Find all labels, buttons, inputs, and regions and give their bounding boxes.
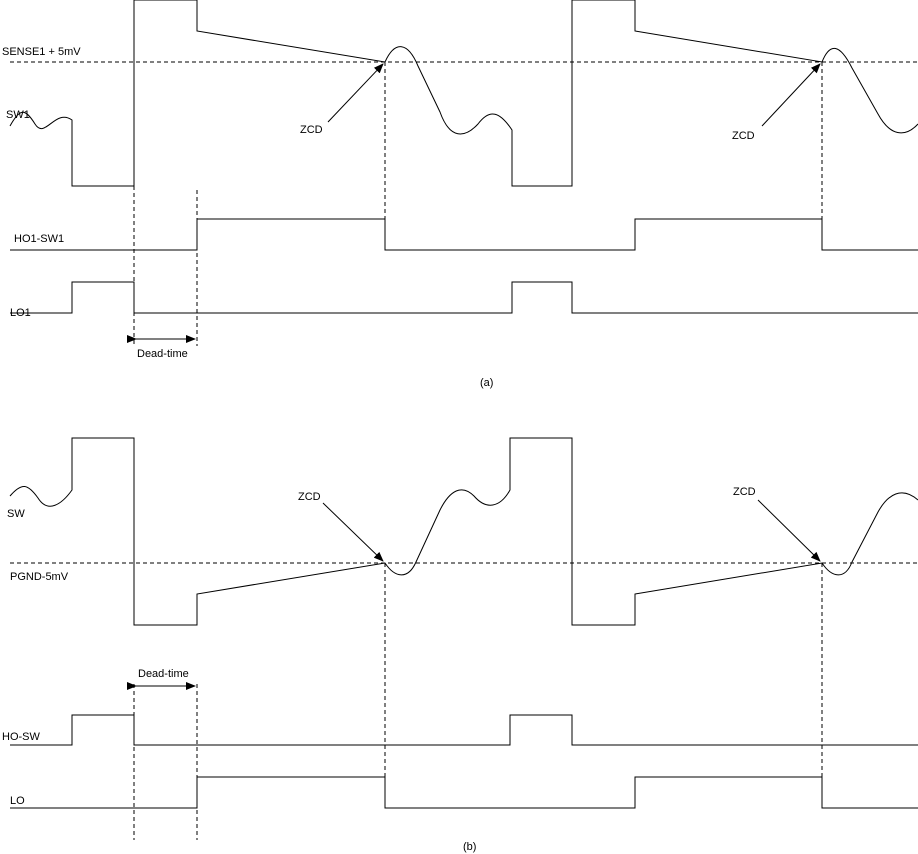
ho-sw-label: HO-SW [2, 731, 41, 743]
zcd-label-a2: ZCD [732, 130, 755, 142]
panel-b: PGND-5mV SW ZCD ZCD Dead-time HO-SW LO (… [2, 437, 918, 853]
lo1-waveform [10, 281, 918, 314]
zcd-label-b2: ZCD [733, 486, 756, 498]
zcd-arrow-b2 [757, 499, 821, 562]
zcd-label-b1: ZCD [298, 491, 321, 503]
sw-label: SW [7, 508, 25, 520]
zcd-arrow-b1 [322, 502, 384, 562]
threshold-label-b: PGND-5mV [10, 571, 69, 583]
lo-waveform [10, 776, 918, 809]
deadtime-label-b: Dead-time [138, 668, 189, 680]
threshold-label-a: SENSE1 + 5mV [2, 46, 81, 58]
zcd-arrow-a2 [761, 63, 821, 127]
lo-label: LO [10, 795, 25, 807]
ho-sw-waveform [10, 714, 918, 746]
deadtime-label-a: Dead-time [137, 348, 188, 360]
zcd-label-a1: ZCD [300, 124, 323, 136]
sw-waveform [9, 437, 918, 626]
zcd-arrow-a1 [327, 63, 384, 123]
lo1-label: LO1 [10, 307, 31, 319]
caption-b: (b) [463, 841, 476, 853]
ho1-sw1-waveform [10, 218, 918, 251]
caption-a: (a) [480, 377, 493, 389]
panel-a: SENSE1 + 5mV SW1 ZCD ZCD HO1-SW1 LO1 Dea… [2, 0, 918, 389]
sw1-waveform [9, 0, 918, 187]
sw1-label: SW1 [6, 109, 30, 121]
ho1-sw1-label: HO1-SW1 [14, 233, 64, 245]
